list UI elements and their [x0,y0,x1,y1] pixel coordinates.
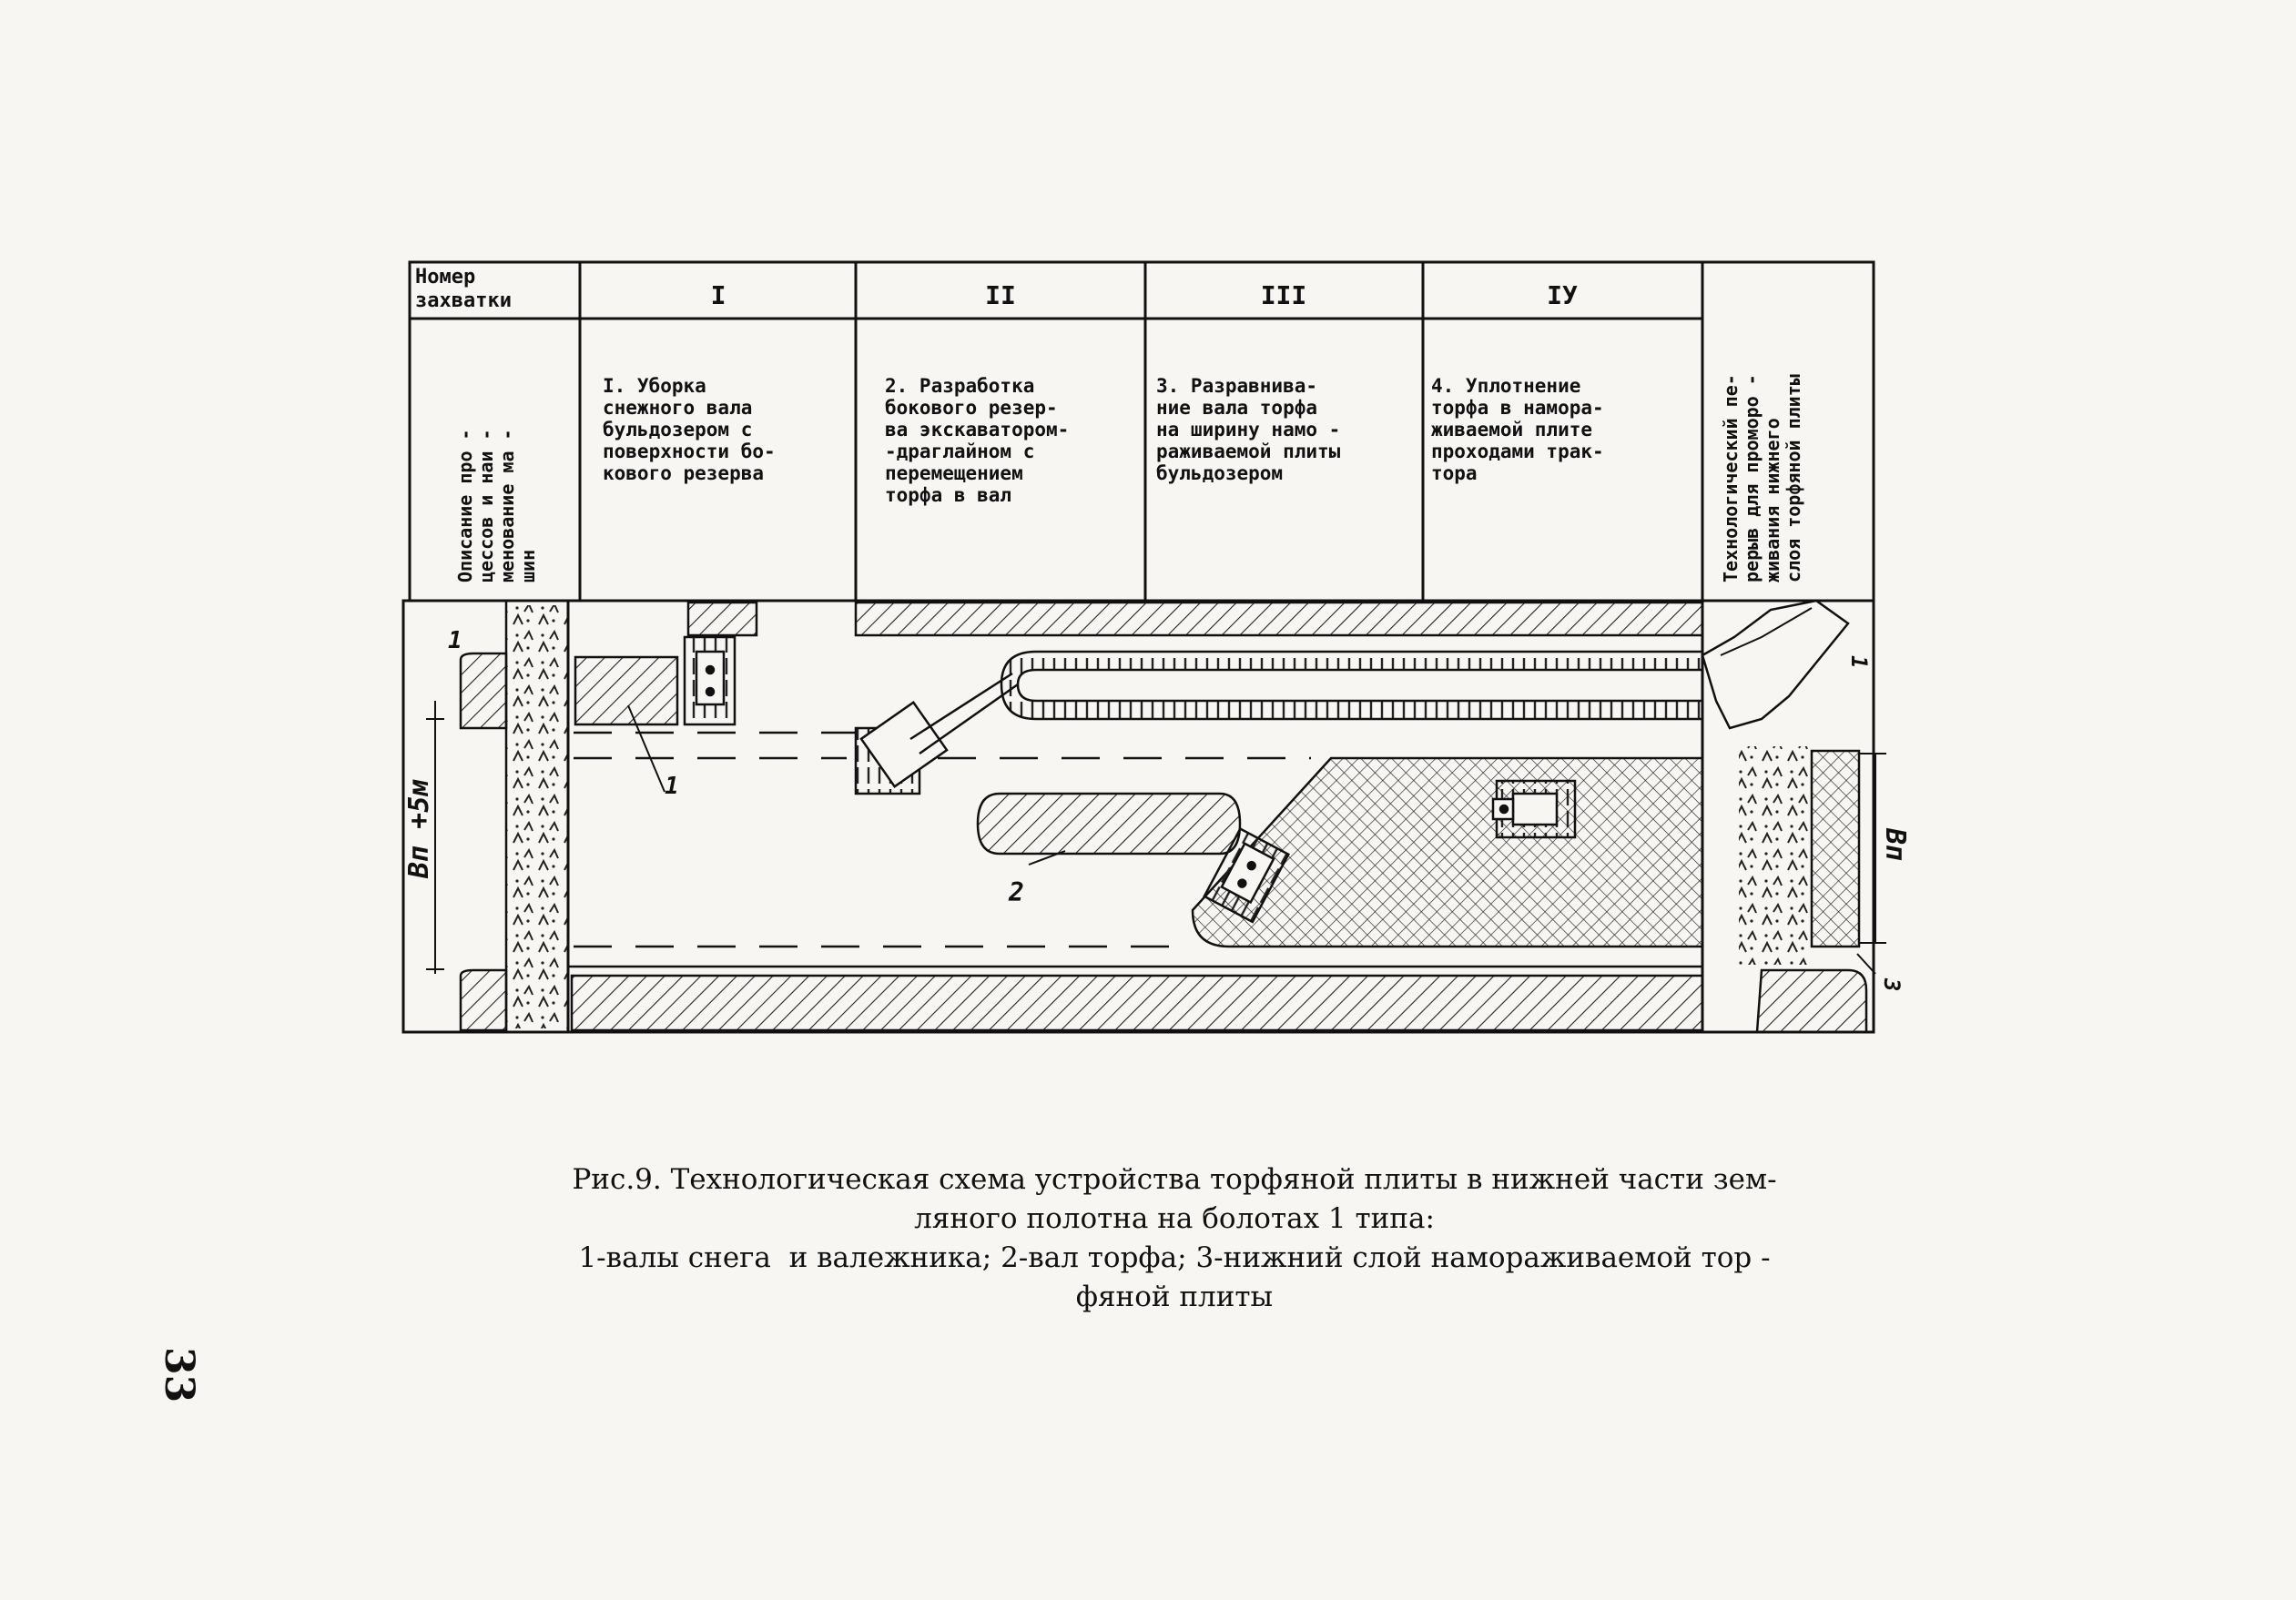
caption-line-1: Рис.9. Технологическая схема устройства … [572,1163,1777,1196]
process-4-text: 4. Уплотнение торфа в намора- живаемой п… [1431,375,1604,484]
process-1-text: I. Уборка снежного вала бульдозером с по… [603,375,776,484]
page-number: 33 [156,1347,202,1403]
caption-line-4: фяной плиты [1075,1281,1274,1313]
caption-line-3: 1-валы снега и валежника; 2-вал торфа; 3… [578,1241,1771,1274]
row-header-label: Номер захватки [415,266,512,312]
tractor-icon [1491,779,1577,839]
process-3-text: 3. Разравнива- ние вала торфа на ширину … [1156,375,1341,484]
technological-break-header: Технологический пе- рерыв для проморо - … [1720,374,1804,582]
col-header-1: I [711,280,726,310]
callout-2: 2 [1008,877,1024,907]
callout-1-left: 1 [448,627,462,654]
process-description-header: Описание про - цессов и наи - менование … [454,429,539,582]
dimension-right-label: Вп [1879,827,1911,861]
callout-1-right: 1 [1846,655,1872,668]
excavator-dragline-icon [854,672,1019,795]
bulldozer-1-icon [683,635,737,726]
col-header-3: III [1261,280,1307,310]
col-header-4: IУ [1547,280,1578,310]
cross-section: 1 Вп 3 [1701,599,1911,1034]
plan-area: Вп +5м 1 1 2 [401,599,1911,1034]
callout-3: 3 [1879,977,1905,991]
caption-line-2: ляного полотна на болотах 1 типа: [914,1202,1435,1235]
process-2-text: 2. Разработка бокового резер- ва экскава… [885,375,1070,506]
figure-caption: Рис.9. Технологическая схема устройства … [510,1160,1839,1317]
dimension-left-label: Вп +5м [403,779,435,879]
col-header-2: II [985,280,1016,310]
callout-1-snow-ridge: 1 [665,773,679,800]
bulldozer-2-icon [1203,826,1290,924]
